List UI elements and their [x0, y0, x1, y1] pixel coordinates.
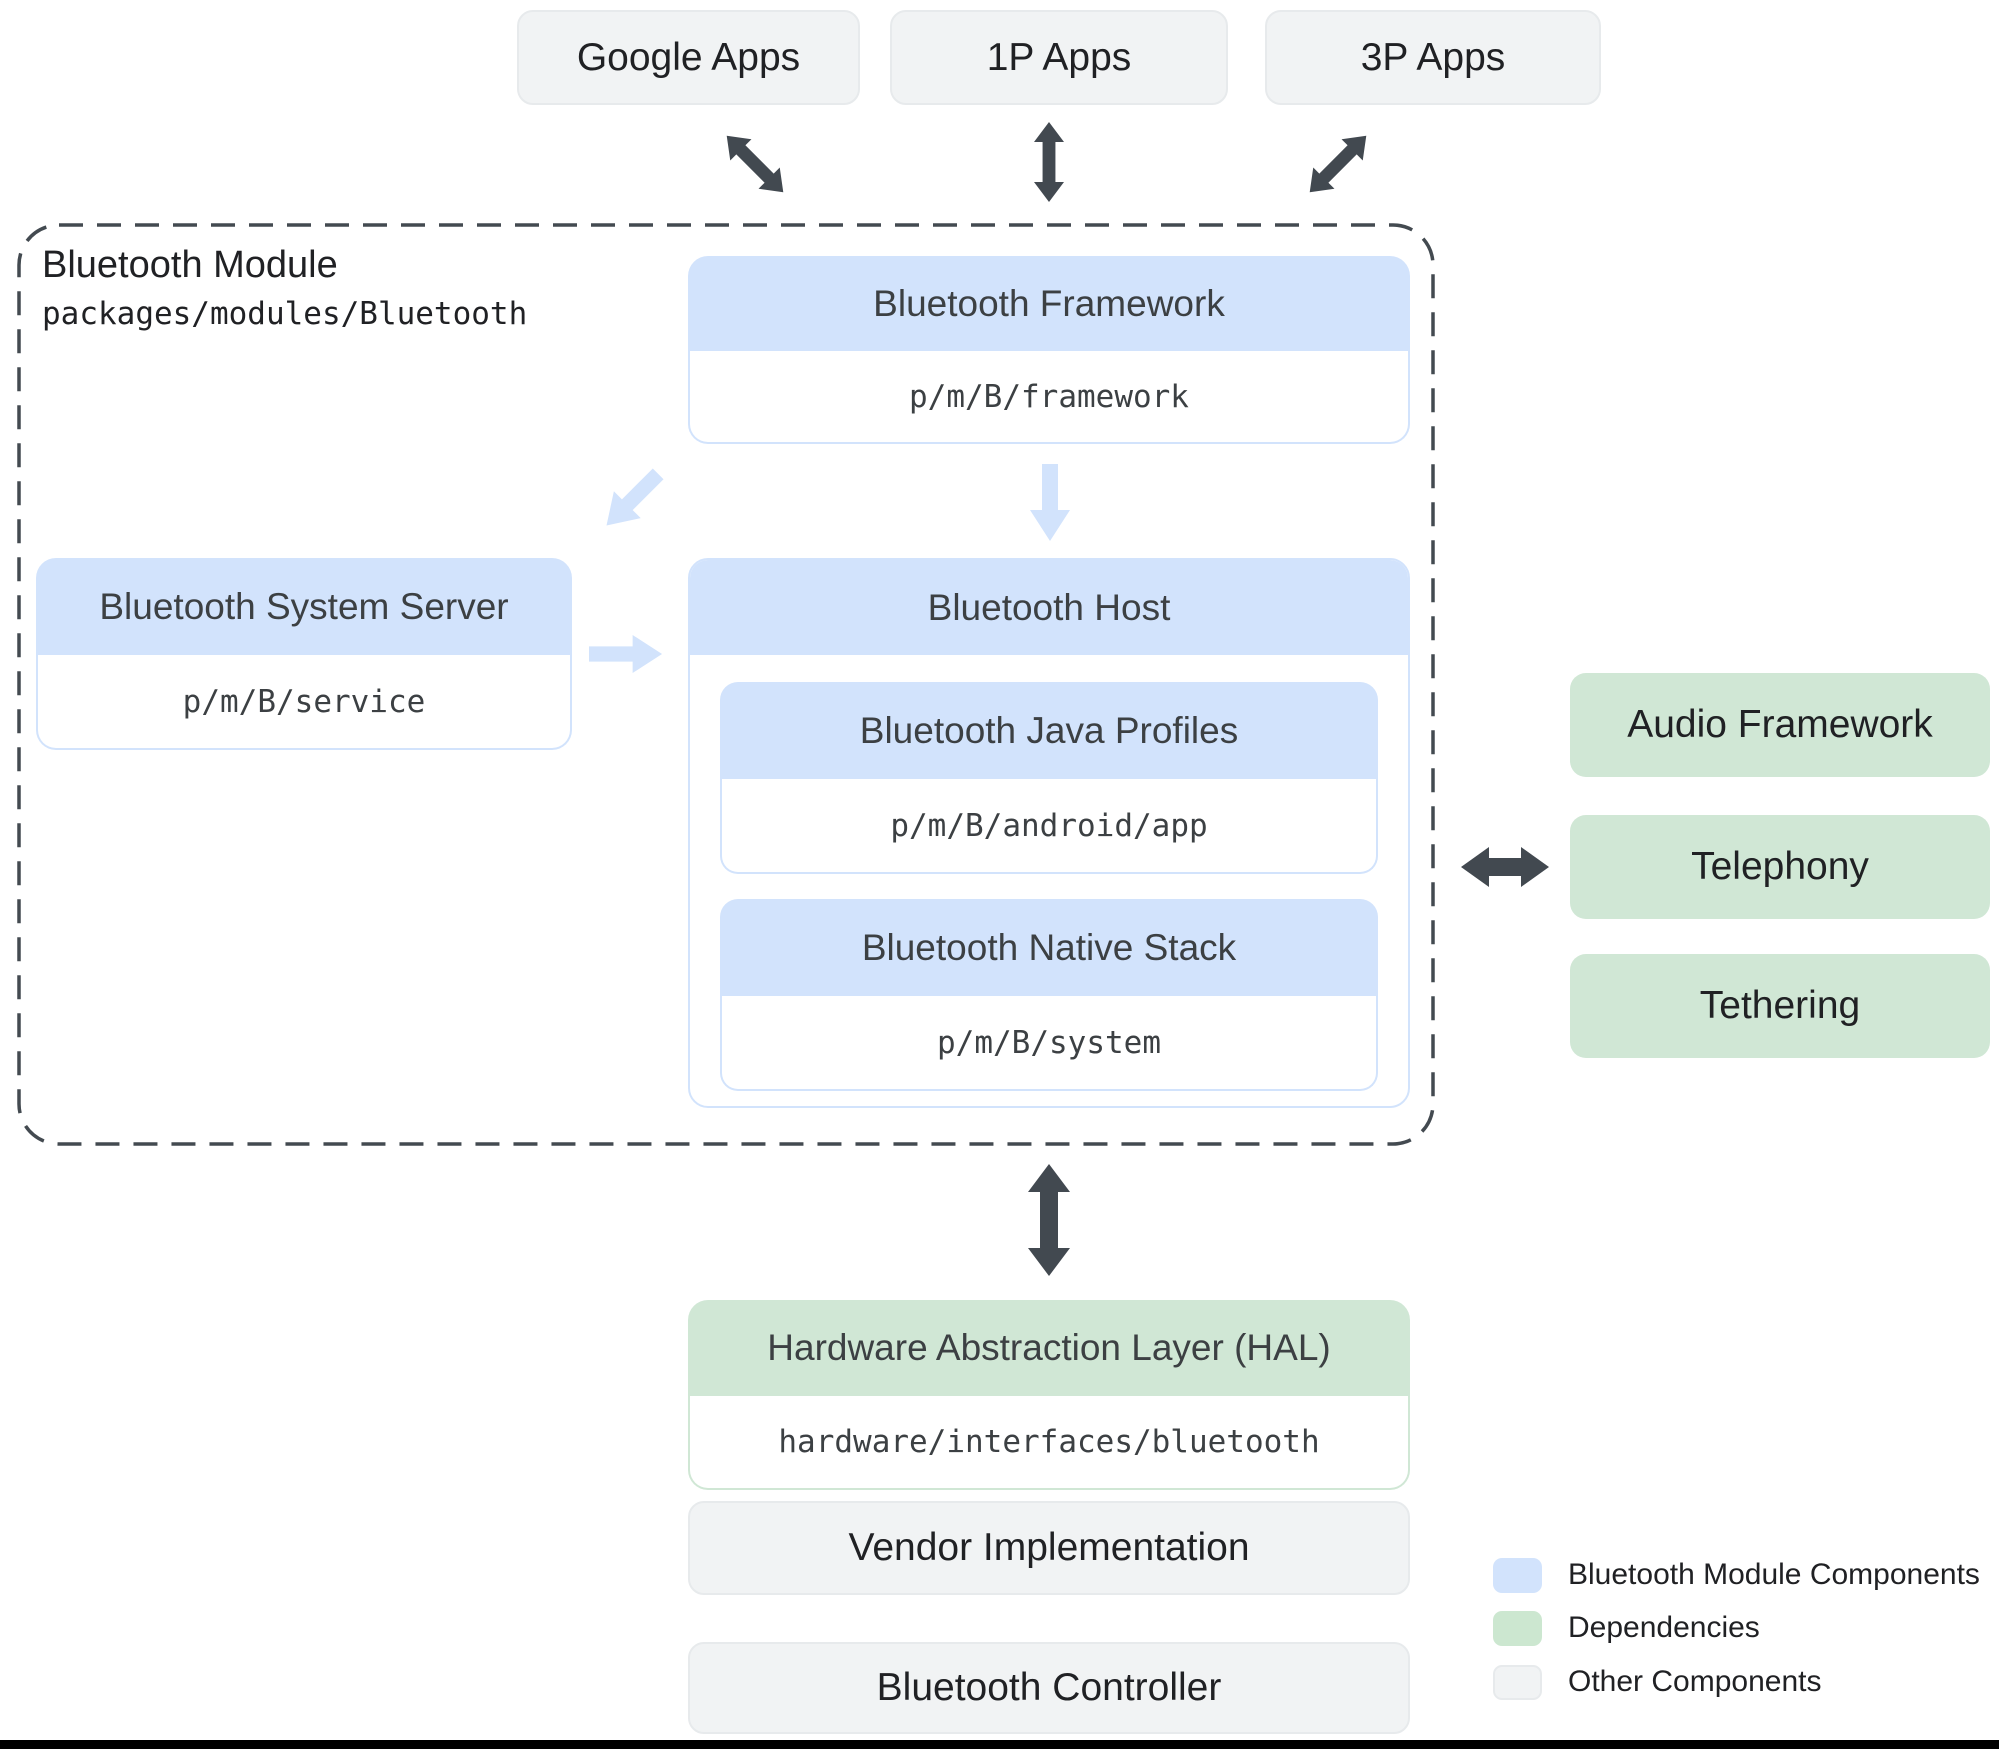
bluetooth-controller-box: Bluetooth Controller [688, 1642, 1410, 1734]
bluetooth-system-server-box: Bluetooth System Server p/m/B/service [36, 558, 572, 750]
module-to-dependencies-bidirectional-horizontal-arrow-icon [1458, 845, 1552, 889]
legend-swatch-green [1493, 1610, 1542, 1646]
framework-to-system-server-down-left-arrow-icon [590, 458, 674, 542]
legend-row-module-components: Bluetooth Module Components [1493, 1557, 1980, 1593]
telephony-box: Telephony [1570, 815, 1990, 919]
bluetooth-java-profiles-title: Bluetooth Java Profiles [720, 682, 1378, 779]
first-party-apps-box: 1P Apps [890, 10, 1228, 105]
legend-label-dependencies: Dependencies [1568, 1611, 1760, 1644]
bluetooth-java-profiles-box: Bluetooth Java Profiles p/m/B/android/ap… [720, 682, 1378, 874]
legend-label-module-components: Bluetooth Module Components [1568, 1558, 1980, 1591]
bluetooth-native-stack-title: Bluetooth Native Stack [720, 899, 1378, 996]
vendor-implementation-box: Vendor Implementation [688, 1501, 1410, 1595]
bluetooth-module-path: packages/modules/Bluetooth [42, 296, 528, 332]
google-apps-bidirectional-diagonal-arrow-icon [713, 122, 797, 206]
bluetooth-native-stack-box: Bluetooth Native Stack p/m/B/system [720, 899, 1378, 1091]
bluetooth-module-title: Bluetooth Module [42, 244, 338, 286]
module-to-hal-bidirectional-vertical-arrow-icon [1027, 1163, 1071, 1277]
hal-box: Hardware Abstraction Layer (HAL) hardwar… [688, 1300, 1410, 1490]
bluetooth-host-title: Bluetooth Host [690, 560, 1408, 655]
third-party-apps-box: 3P Apps [1265, 10, 1601, 105]
legend-label-other-components: Other Components [1568, 1665, 1822, 1698]
bluetooth-system-server-title: Bluetooth System Server [36, 558, 572, 655]
framework-to-host-down-arrow-icon [1029, 463, 1071, 543]
bluetooth-framework-box: Bluetooth Framework p/m/B/framework [688, 256, 1410, 444]
bluetooth-framework-path: p/m/B/framework [688, 351, 1410, 444]
bluetooth-native-stack-path: p/m/B/system [720, 996, 1378, 1091]
third-party-apps-bidirectional-diagonal-arrow-icon [1296, 122, 1380, 206]
google-apps-box: Google Apps [517, 10, 860, 105]
hal-title: Hardware Abstraction Layer (HAL) [688, 1300, 1410, 1396]
system-server-to-host-right-arrow-icon [584, 632, 668, 676]
legend-row-other-components: Other Components [1493, 1664, 1821, 1700]
bluetooth-system-server-path: p/m/B/service [36, 655, 572, 750]
audio-framework-box: Audio Framework [1570, 673, 1990, 777]
bottom-edge-bar [0, 1740, 1999, 1749]
legend-swatch-gray [1493, 1664, 1542, 1700]
legend-swatch-blue [1493, 1557, 1542, 1593]
bluetooth-host-box: Bluetooth Host Bluetooth Java Profiles p… [688, 558, 1410, 1108]
tethering-box: Tethering [1570, 954, 1990, 1058]
hal-path: hardware/interfaces/bluetooth [688, 1396, 1410, 1490]
first-party-apps-bidirectional-vertical-arrow-icon [1029, 122, 1069, 202]
bluetooth-module-dashed-boundary [17, 223, 1435, 1146]
bluetooth-framework-title: Bluetooth Framework [688, 256, 1410, 351]
bluetooth-java-profiles-path: p/m/B/android/app [720, 779, 1378, 874]
legend-row-dependencies: Dependencies [1493, 1610, 1760, 1646]
